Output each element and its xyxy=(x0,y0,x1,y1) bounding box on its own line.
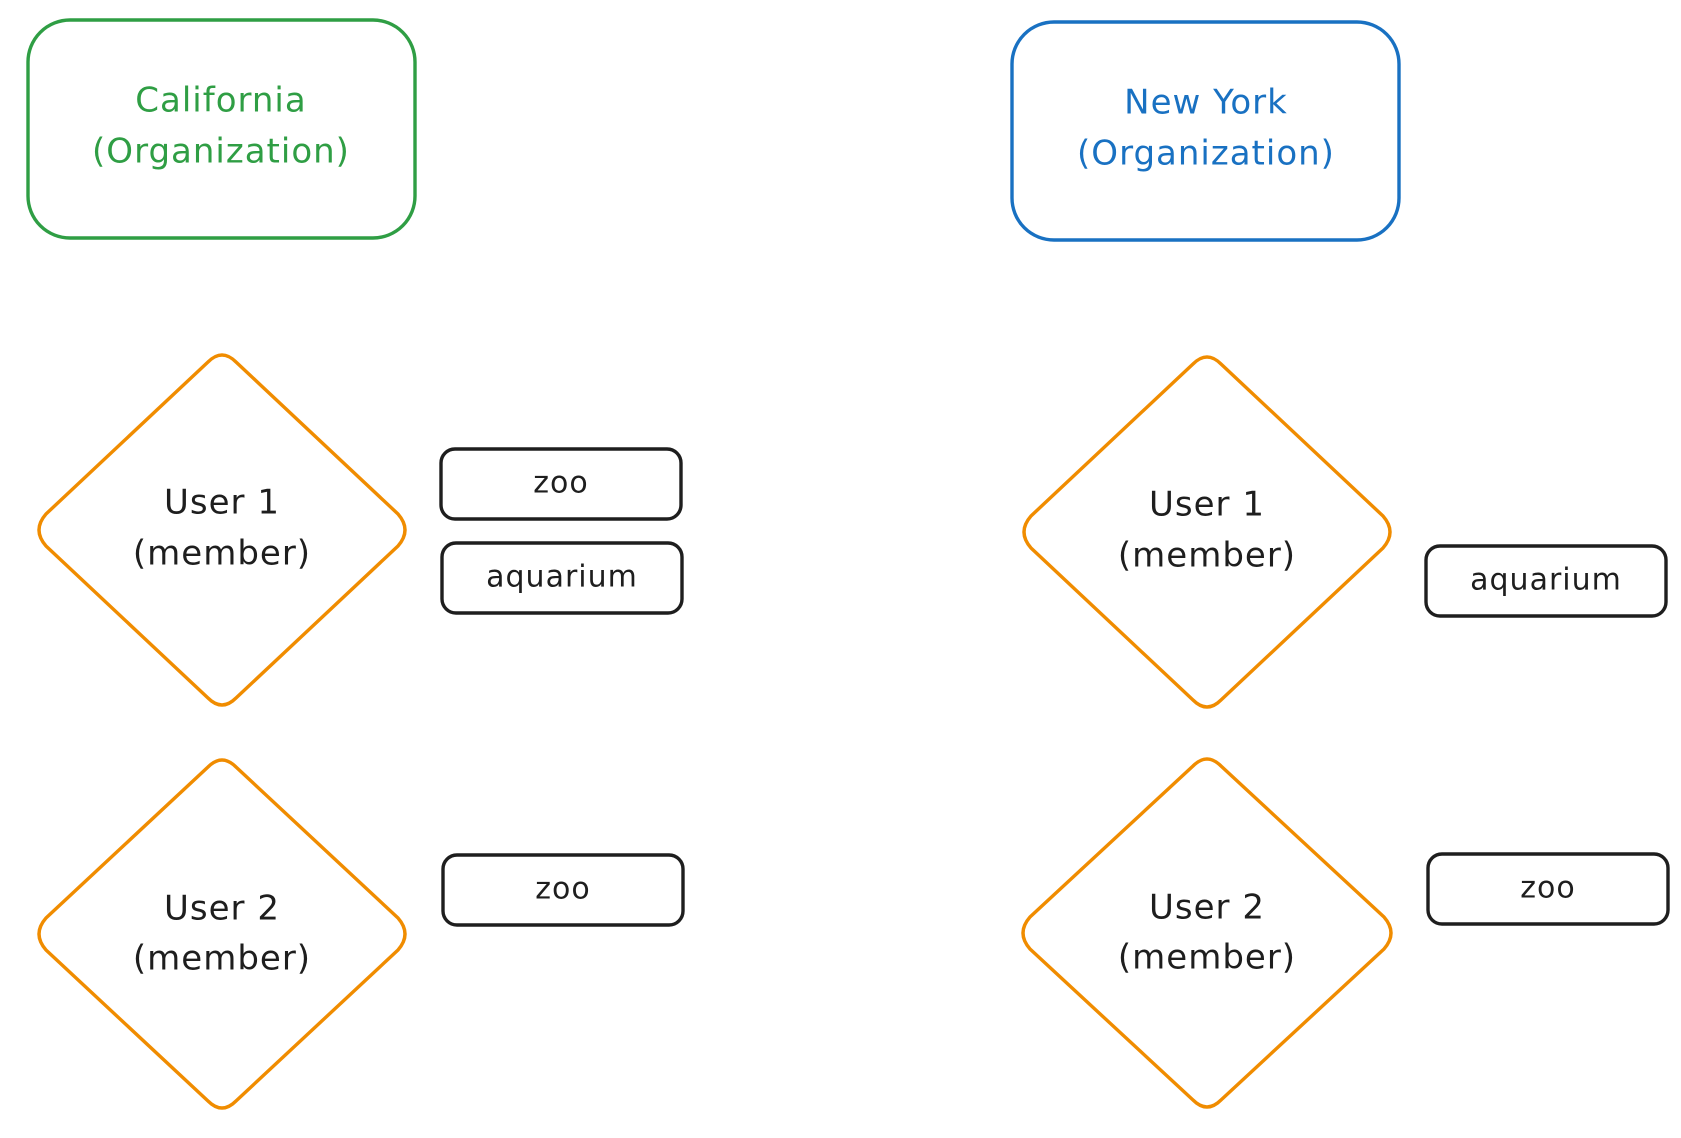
new-york-user-2-role: (member) xyxy=(1118,938,1296,978)
new-york-user-1-tag-aquarium[interactable]: aquarium xyxy=(1424,544,1668,618)
tag-label: zoo xyxy=(1520,871,1575,906)
tag-box xyxy=(441,853,685,927)
new-york-user-1-diamond xyxy=(1022,355,1392,709)
tag-label: aquarium xyxy=(1470,563,1622,598)
new-york-user-1-role: (member) xyxy=(1118,536,1296,576)
california-user-2-role: (member) xyxy=(133,939,311,979)
org-california[interactable]: California (Organization) xyxy=(26,18,417,240)
org-california-name: California xyxy=(135,81,306,121)
org-new-york-type: (Organization) xyxy=(1077,134,1335,174)
org-california-type: (Organization) xyxy=(92,132,350,172)
new-york-user-1-name: User 1 xyxy=(1149,485,1265,525)
california-user-1-tag-aquarium[interactable]: aquarium xyxy=(440,541,684,615)
tag-box xyxy=(1426,852,1670,926)
tag-box xyxy=(440,541,684,615)
california-user-1-role: (member) xyxy=(133,534,311,574)
tag-box xyxy=(1424,544,1668,618)
california-user-1-tag-zoo[interactable]: zoo xyxy=(439,447,683,521)
california-user-1-diamond xyxy=(37,353,407,707)
new-york-user-2[interactable]: User 2 (member) xyxy=(1021,757,1393,1109)
california-user-2-name: User 2 xyxy=(164,889,280,929)
org-california-box xyxy=(26,18,417,240)
org-new-york[interactable]: New York (Organization) xyxy=(1010,20,1401,242)
california-user-2[interactable]: User 2 (member) xyxy=(37,758,407,1110)
tag-box xyxy=(439,447,683,521)
tag-label: zoo xyxy=(535,872,590,907)
california-user-1[interactable]: User 1 (member) xyxy=(37,353,407,707)
new-york-user-2-name: User 2 xyxy=(1149,888,1265,928)
california-user-2-tag-zoo[interactable]: zoo xyxy=(441,853,685,927)
tag-label: zoo xyxy=(533,466,588,501)
new-york-user-2-diamond xyxy=(1021,757,1393,1109)
new-york-user-2-tag-zoo[interactable]: zoo xyxy=(1426,852,1670,926)
org-new-york-box xyxy=(1010,20,1401,242)
new-york-user-1[interactable]: User 1 (member) xyxy=(1022,355,1392,709)
tag-label: aquarium xyxy=(486,560,638,595)
california-user-2-diamond xyxy=(37,758,407,1110)
california-user-1-name: User 1 xyxy=(164,483,280,523)
org-new-york-name: New York xyxy=(1124,83,1288,123)
